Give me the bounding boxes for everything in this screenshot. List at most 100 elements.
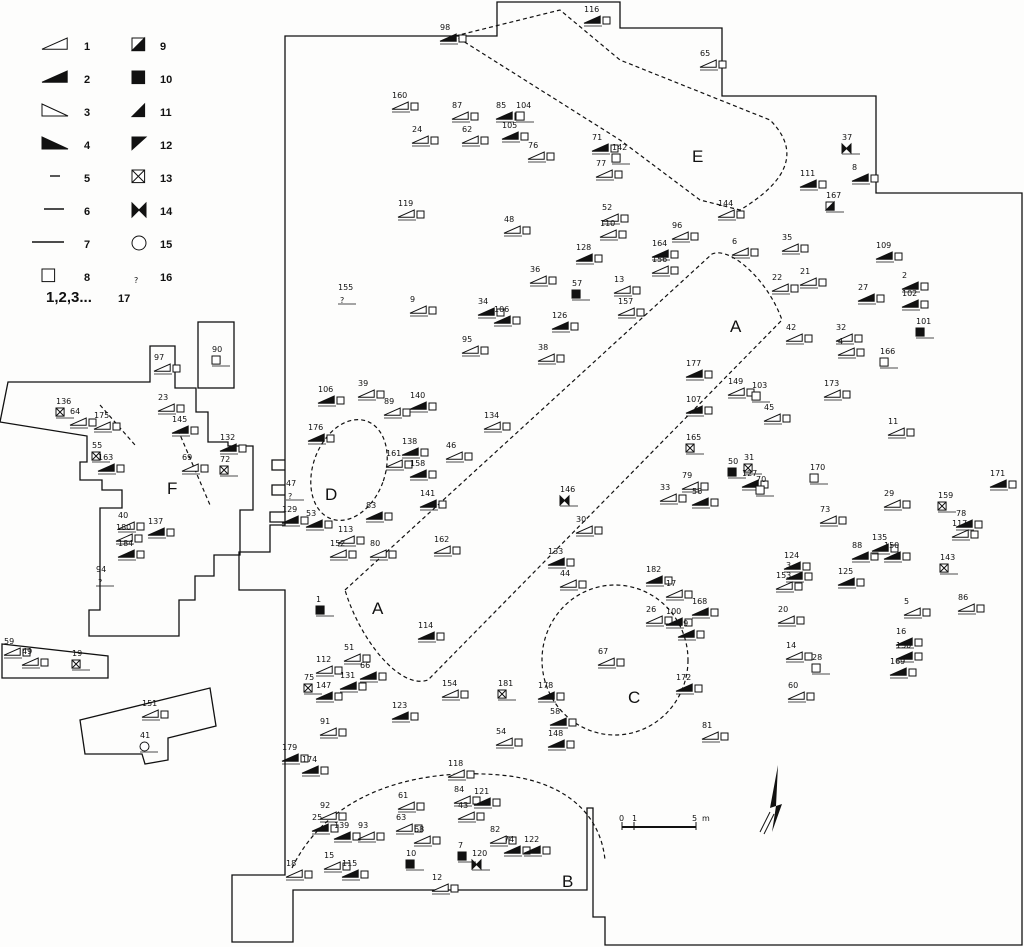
find-82[interactable]: 82	[489, 825, 517, 847]
find-161[interactable]: 161	[385, 449, 413, 471]
find-91[interactable]: 91	[319, 717, 347, 739]
find-172[interactable]: 172	[675, 673, 703, 695]
find-106[interactable]: 106	[317, 385, 345, 407]
find-132[interactable]: 132	[219, 433, 247, 455]
find-88[interactable]: 88	[851, 541, 879, 563]
find-178[interactable]: 178	[537, 681, 565, 703]
find-126[interactable]: 126	[551, 311, 579, 333]
find-149[interactable]: 149	[727, 377, 755, 399]
find-52[interactable]: 52	[601, 203, 629, 225]
find-17[interactable]: 17	[665, 579, 693, 601]
find-174[interactable]: 174	[301, 755, 329, 777]
find-10[interactable]: 10	[405, 849, 424, 871]
find-86[interactable]: 86	[957, 593, 985, 615]
find-44[interactable]: 44	[559, 569, 587, 591]
find-138[interactable]: 138	[401, 437, 429, 459]
find-81[interactable]: 81	[701, 721, 729, 743]
find-130[interactable]: 130	[895, 641, 923, 663]
find-142[interactable]: 142	[611, 143, 630, 165]
find-12[interactable]: 12	[431, 873, 459, 895]
find-35[interactable]: 35	[781, 233, 809, 255]
find-49[interactable]: 49	[21, 647, 49, 669]
find-179[interactable]: 179	[281, 743, 309, 765]
find-90[interactable]: 90	[211, 345, 230, 367]
find-123[interactable]: 123	[391, 701, 419, 723]
find-67[interactable]: 67	[597, 647, 625, 669]
find-79[interactable]: 79	[681, 471, 709, 493]
find-135[interactable]: 135	[871, 533, 899, 555]
find-144[interactable]: 144	[717, 199, 745, 221]
find-89[interactable]: 89	[383, 397, 411, 419]
find-162[interactable]: 162	[433, 535, 461, 557]
find-140[interactable]: 140	[409, 391, 437, 413]
find-177[interactable]: 177	[685, 359, 713, 381]
find-53[interactable]: 53	[305, 509, 333, 531]
find-128[interactable]: 128	[575, 243, 603, 265]
find-38[interactable]: 38	[537, 343, 565, 365]
find-117[interactable]: 117	[951, 519, 979, 541]
find-134[interactable]: 134	[483, 411, 511, 433]
find-43[interactable]: 43	[457, 801, 485, 823]
find-63[interactable]: 63	[395, 813, 423, 835]
find-61[interactable]: 61	[397, 791, 425, 813]
find-184[interactable]: 184	[117, 539, 145, 561]
find-77[interactable]: 77	[595, 159, 623, 181]
find-122[interactable]: 122	[523, 835, 551, 857]
find-94[interactable]: ?94	[96, 565, 114, 587]
find-93[interactable]: 93	[357, 821, 385, 843]
find-41[interactable]: 41	[139, 731, 158, 753]
find-68[interactable]: 68	[413, 825, 441, 847]
find-19[interactable]: 19	[71, 649, 90, 671]
find-151[interactable]: 151	[141, 699, 169, 721]
find-114[interactable]: 114	[417, 621, 445, 643]
find-111[interactable]: 111	[799, 169, 827, 191]
find-22[interactable]: 22	[771, 273, 799, 295]
find-116[interactable]: 116	[583, 5, 611, 27]
find-131[interactable]: 131	[339, 671, 367, 693]
find-167[interactable]: 167	[824, 191, 844, 213]
find-146[interactable]: 146	[559, 485, 578, 507]
find-139[interactable]: 139	[333, 821, 361, 843]
find-169[interactable]: 169	[889, 657, 917, 679]
find-173[interactable]: 173	[823, 379, 851, 401]
find-148[interactable]: 148	[547, 729, 575, 751]
find-14[interactable]: 14	[785, 641, 813, 663]
find-157[interactable]: 157	[617, 297, 645, 319]
find-59[interactable]: 59	[3, 637, 31, 659]
find-13[interactable]: 13	[613, 275, 641, 297]
find-118[interactable]: 118	[447, 759, 475, 781]
find-133[interactable]: 133	[547, 547, 575, 569]
find-30[interactable]: 30	[575, 515, 603, 537]
find-64[interactable]: 64	[69, 407, 97, 429]
find-42[interactable]: 42	[785, 323, 813, 345]
find-3[interactable]: 3	[785, 561, 813, 583]
find-50[interactable]: 50	[727, 457, 746, 479]
find-120[interactable]: 120	[471, 849, 490, 871]
find-129[interactable]: 129	[281, 505, 309, 527]
find-32[interactable]: 32	[835, 323, 863, 345]
find-155[interactable]: ?155	[338, 283, 356, 305]
find-152[interactable]: 152	[329, 539, 357, 561]
find-110[interactable]: 110	[599, 219, 627, 241]
find-54[interactable]: 54	[495, 727, 523, 749]
find-27[interactable]: 27	[857, 283, 885, 305]
find-105[interactable]: 105	[501, 121, 529, 143]
find-145[interactable]: 145	[171, 415, 199, 437]
find-2[interactable]: 2	[901, 271, 929, 293]
find-39[interactable]: 39	[357, 379, 385, 401]
find-75[interactable]: 75	[303, 673, 322, 695]
find-168[interactable]: 168	[691, 597, 719, 619]
find-76[interactable]: 76	[527, 141, 555, 163]
find-92[interactable]: 92	[319, 801, 347, 823]
find-159[interactable]: 159	[937, 491, 956, 513]
find-154[interactable]: 154	[441, 679, 469, 701]
find-57[interactable]: 57	[571, 279, 590, 301]
find-24[interactable]: 24	[411, 125, 439, 147]
find-109[interactable]: 109	[875, 241, 903, 263]
find-1[interactable]: 1	[315, 595, 334, 617]
find-58[interactable]: 58	[549, 707, 577, 729]
find-47[interactable]: ?47	[286, 479, 304, 501]
find-182[interactable]: 182	[645, 565, 673, 587]
find-72[interactable]: 72	[219, 455, 238, 477]
find-163[interactable]: 163	[97, 453, 125, 475]
